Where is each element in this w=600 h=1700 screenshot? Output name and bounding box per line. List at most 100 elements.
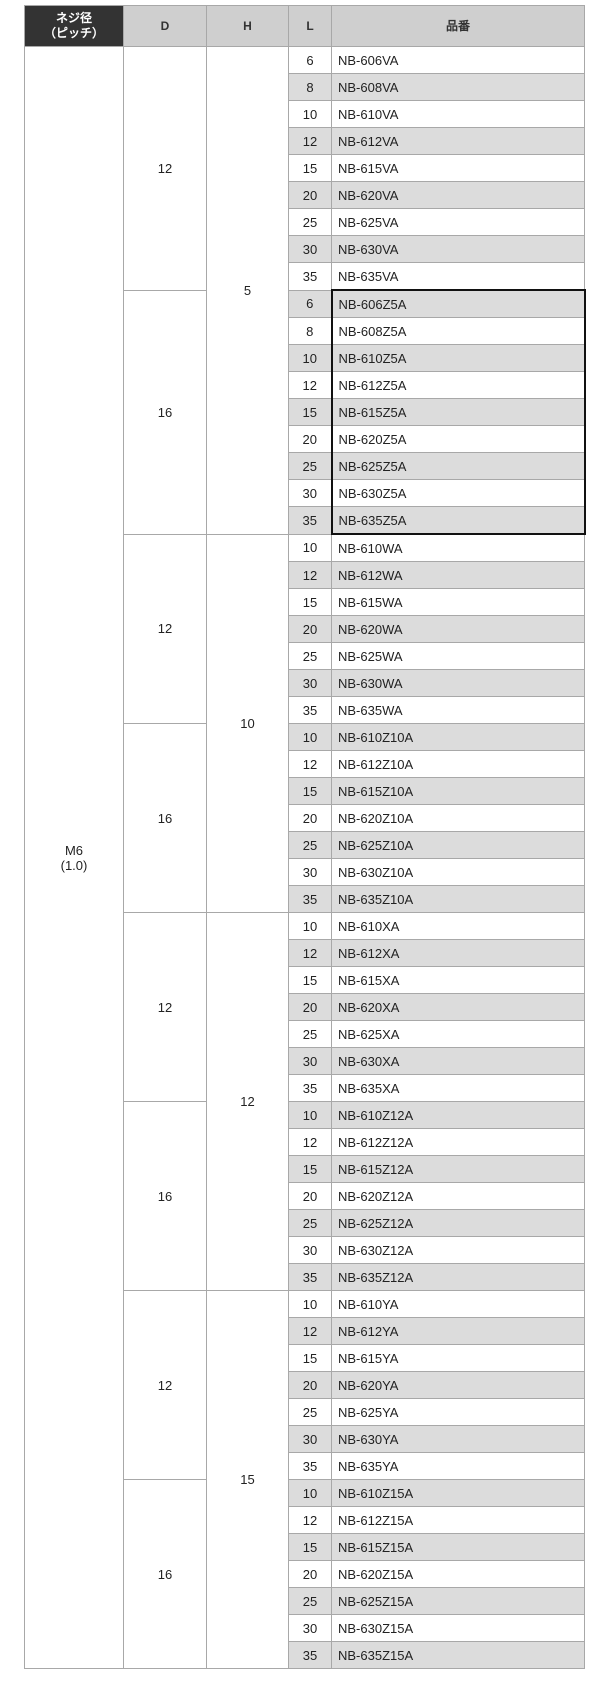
- d-cell: 16: [123, 723, 207, 913]
- part-number-cell: NB-608VA: [331, 73, 585, 101]
- part-number-cell: NB-615Z10A: [331, 777, 585, 805]
- l-cell: 15: [288, 777, 332, 805]
- h-cell: 12: [206, 912, 289, 1291]
- part-number-cell: NB-612YA: [331, 1317, 585, 1345]
- thread-size: M6: [64, 842, 84, 858]
- part-number-cell: NB-620Z10A: [331, 804, 585, 832]
- l-cell: 6: [288, 289, 332, 318]
- part-number-cell: NB-610YA: [331, 1290, 585, 1318]
- part-number-cell: NB-625Z10A: [331, 831, 585, 859]
- part-number-cell: NB-612Z15A: [331, 1506, 585, 1534]
- l-cell: 25: [288, 208, 332, 236]
- part-number-cell: NB-630YA: [331, 1425, 585, 1453]
- part-number-cell: NB-625VA: [331, 208, 585, 236]
- header-part-number: 品番: [331, 5, 585, 47]
- l-cell: 10: [288, 533, 332, 562]
- l-cell: 8: [288, 73, 332, 101]
- d-cell: 12: [123, 46, 207, 291]
- part-number-cell: NB-635Z15A: [331, 1641, 585, 1669]
- l-cell: 30: [288, 1614, 332, 1642]
- l-cell: 25: [288, 1398, 332, 1426]
- l-cell: 12: [288, 1506, 332, 1534]
- part-number-cell: NB-620WA: [331, 615, 585, 643]
- part-number-cell: NB-635VA: [331, 262, 585, 291]
- l-cell: 12: [288, 371, 332, 399]
- part-number-cell: NB-612Z5A: [330, 371, 586, 399]
- part-number-cell: NB-612WA: [331, 561, 585, 589]
- part-number-cell: NB-620Z15A: [331, 1560, 585, 1588]
- l-cell: 35: [288, 1263, 332, 1291]
- part-number-cell: NB-610Z10A: [331, 723, 585, 751]
- part-number-cell: NB-608Z5A: [330, 317, 586, 345]
- part-number-cell: NB-630XA: [331, 1047, 585, 1075]
- l-cell: 20: [288, 181, 332, 209]
- l-cell: 35: [288, 1452, 332, 1480]
- l-cell: 20: [288, 1371, 332, 1399]
- h-cell: 5: [206, 46, 289, 535]
- l-cell: 15: [288, 154, 332, 182]
- l-cell: 10: [288, 1479, 332, 1507]
- part-number-cell: NB-630Z10A: [331, 858, 585, 886]
- h-cell: 10: [206, 533, 289, 913]
- part-number-cell: NB-630Z5A: [330, 479, 586, 507]
- header-row: ネジ径 （ピッチ） D H L 品番: [24, 5, 585, 47]
- part-number-cell: NB-612XA: [331, 939, 585, 967]
- l-cell: 30: [288, 1425, 332, 1453]
- l-cell: 25: [288, 1209, 332, 1237]
- l-cell: 30: [288, 1236, 332, 1264]
- l-cell: 25: [288, 1020, 332, 1048]
- part-number-cell: NB-625YA: [331, 1398, 585, 1426]
- l-cell: 8: [288, 317, 332, 345]
- header-l: L: [288, 5, 332, 47]
- part-number-cell: NB-615WA: [331, 588, 585, 616]
- l-cell: 25: [288, 831, 332, 859]
- part-number-cell: NB-620YA: [331, 1371, 585, 1399]
- part-number-cell: NB-635WA: [331, 696, 585, 724]
- part-number-cell: NB-630Z12A: [331, 1236, 585, 1264]
- l-cell: 12: [288, 127, 332, 155]
- part-number-cell: NB-625Z15A: [331, 1587, 585, 1615]
- l-cell: 6: [288, 46, 332, 74]
- d-cell: 12: [123, 912, 207, 1102]
- d-cell: 16: [123, 289, 207, 535]
- part-number-cell: NB-630VA: [331, 235, 585, 263]
- d-cell: 12: [123, 533, 207, 724]
- l-cell: 15: [288, 1155, 332, 1183]
- part-number-cell: NB-625Z12A: [331, 1209, 585, 1237]
- part-number-cell: NB-615XA: [331, 966, 585, 994]
- l-cell: 30: [288, 1047, 332, 1075]
- header-h: H: [206, 5, 289, 47]
- part-number-cell: NB-610XA: [331, 912, 585, 940]
- l-cell: 35: [288, 262, 332, 291]
- l-cell: 35: [288, 696, 332, 724]
- part-number-cell: NB-620Z12A: [331, 1182, 585, 1210]
